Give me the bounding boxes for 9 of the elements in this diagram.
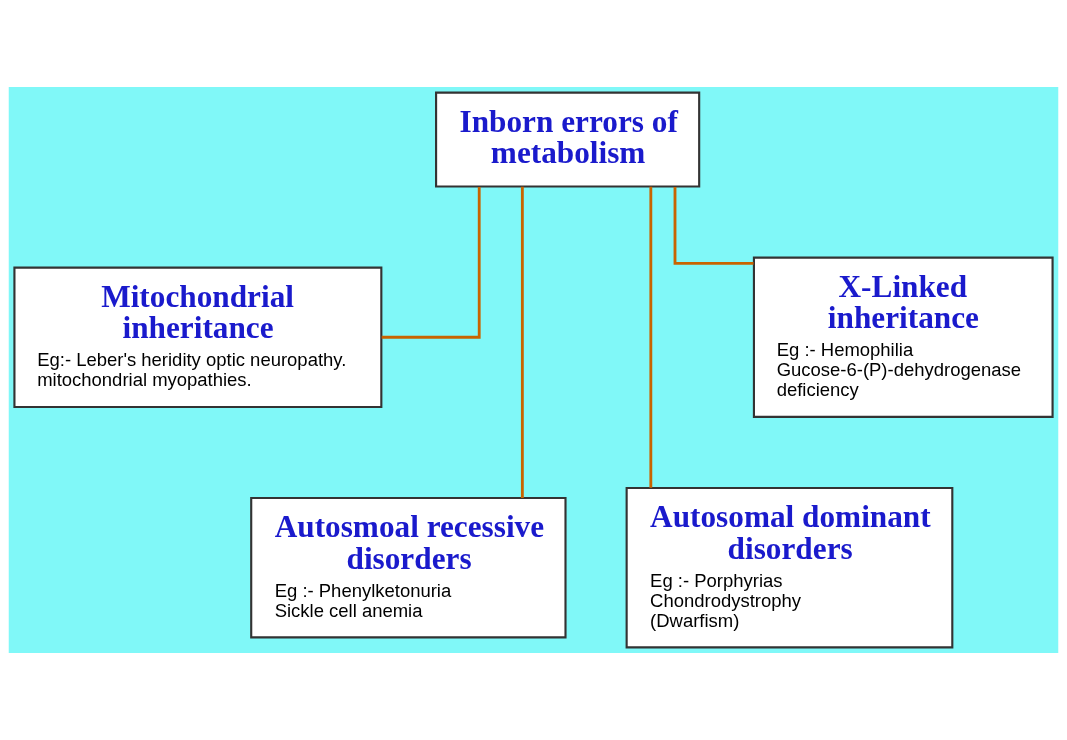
connector	[381, 186, 481, 339]
connector	[649, 186, 653, 488]
node-box: Inborn errors of metabolism	[435, 91, 701, 188]
node-box: X-Linked inheritance Eg :- Hemophilia Gucose-6-(P)-dehydrogenase deficiency	[752, 256, 1054, 418]
connector	[673, 187, 754, 265]
node-box: Autosomal dominant disorders Eg :- Porphyrias Chondrodystrophy (Dwarfism)	[625, 486, 954, 649]
connector	[520, 186, 524, 498]
node-box: Mitochondrial inheritance Eg:- Leber's heridity optic neuropathy. mitochondrial myopathies.	[13, 266, 383, 409]
node-box: Autosmoal recessive disorders Eg :- Phenylketonuria Sickle cell anemia	[250, 496, 567, 639]
